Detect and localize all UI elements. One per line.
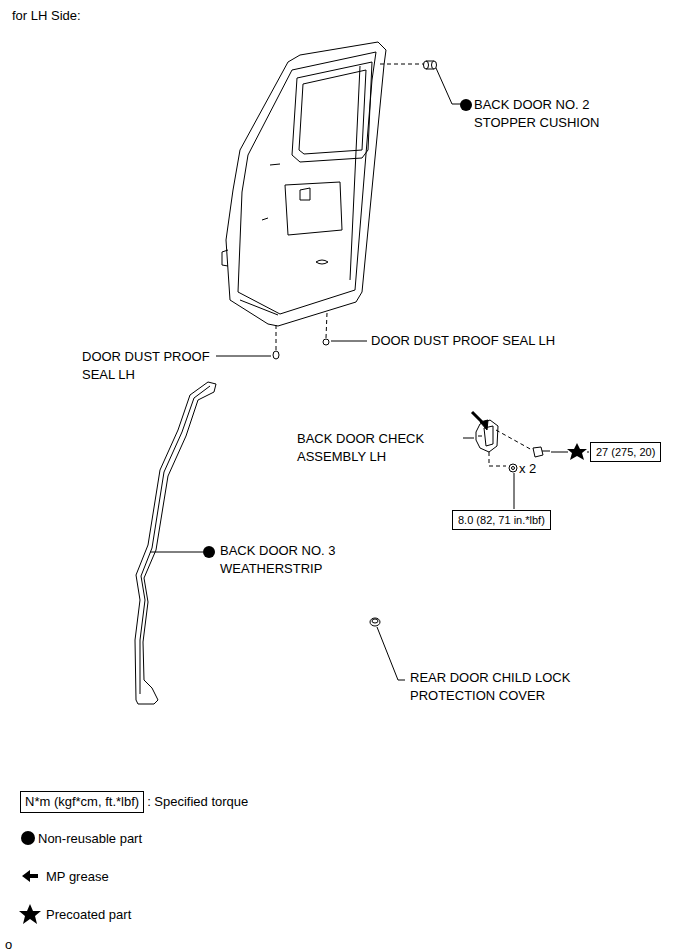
torque-value: 27 (275, 20) [596, 446, 655, 458]
legend-text: Precoated part [46, 906, 131, 924]
part-name: BACK DOOR NO. 2 STOPPER CUSHION [474, 96, 646, 132]
part-name: DOOR DUST PROOF SEAL LH [371, 332, 555, 350]
page-mark: o [5, 936, 12, 952]
part-name: BACK DOOR CHECK ASSEMBLY LH [297, 430, 461, 466]
legend-text: : Specified torque [147, 793, 248, 811]
part-name: BACK DOOR NO. 3 WEATHERSTRIP [220, 542, 384, 578]
torque-box: 27 (275, 20) [590, 442, 661, 462]
torque-unit-box: N*m (kgf*cm, ft.*lbf) [20, 791, 144, 813]
part-name: DOOR DUST PROOF SEAL LH [82, 348, 214, 384]
quantity-note: x 2 [519, 460, 536, 478]
part-name: REAR DOOR CHILD LOCK PROTECTION COVER [410, 669, 610, 705]
legend-text: Non-reusable part [38, 830, 142, 848]
torque-box: 8.0 (82, 71 in.*lbf) [452, 510, 551, 530]
diagram-title: for LH Side: [12, 7, 81, 25]
torque-value: 8.0 (82, 71 in.*lbf) [458, 514, 545, 526]
legend-text: MP grease [46, 868, 109, 886]
